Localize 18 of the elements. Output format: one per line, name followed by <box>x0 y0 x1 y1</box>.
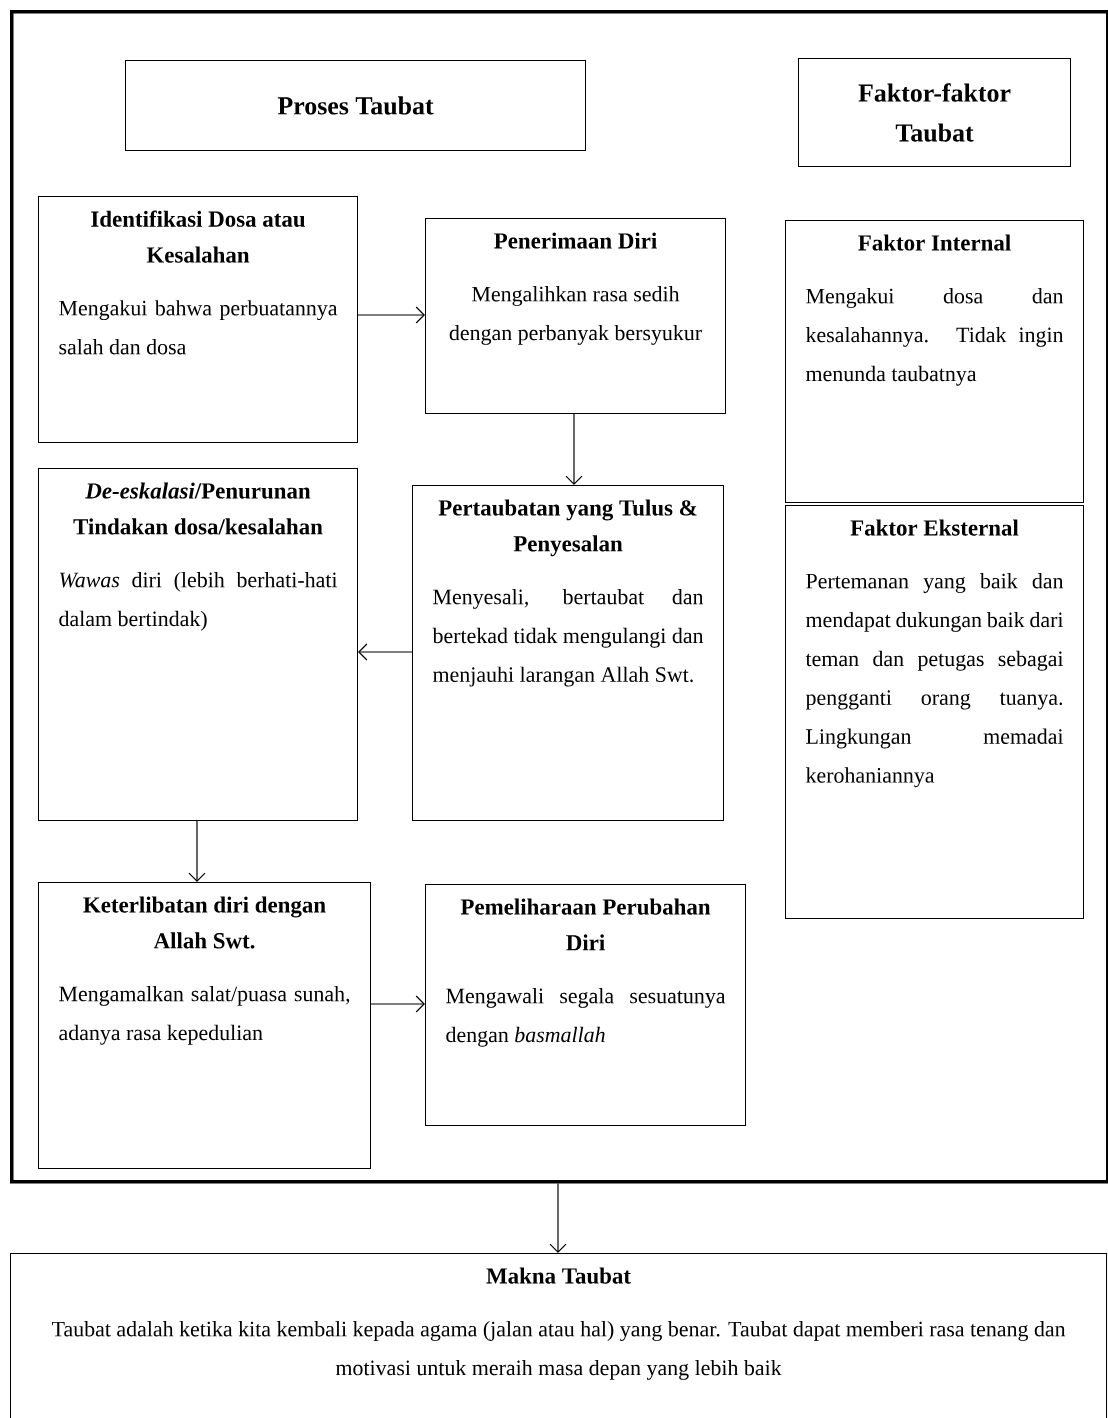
arrow <box>358 643 413 661</box>
text-box: Pemeliharaan Perubahan Diri Mengawali segala sesuatunya dengan basmallah <box>425 884 746 1126</box>
arrow <box>565 413 583 485</box>
title-box: Faktor-faktor Taubat <box>798 58 1071 167</box>
arrow <box>370 995 425 1013</box>
arrow <box>188 820 206 882</box>
text-box: Faktor Internal Mengakui dosa dan kesalahannya. Tidak ingin menunda taubatnya <box>785 220 1084 503</box>
text-box: Faktor Eksternal Pertemanan yang baik dan mendapat dukungan baik dari teman dan petugas sebagai pengganti orang tuanya. Lingkungan memadai kerohaniannya <box>785 505 1084 919</box>
text-box: De-eskalasi/Penurunan Tindakan dosa/kesalahan Wawas diri (lebih berhati-hati dalam bertindak) <box>38 468 358 821</box>
text-box: Penerimaan Diri Mengalihkan rasa sedih dengan perbanyak bersyukur <box>425 218 726 414</box>
text-box: Identifikasi Dosa atau Kesalahan Mengakui bahwa perbuatannya salah dan dosa <box>38 196 358 443</box>
outer-frame <box>10 10 1108 1184</box>
text-box: Keterlibatan diri dengan Allah Swt. Mengamalkan salat/puasa sunah, adanya rasa kepedulian <box>38 882 371 1169</box>
title-box: Proses Taubat <box>125 60 586 151</box>
arrow <box>549 1182 567 1253</box>
text-box: Pertaubatan yang Tulus & Penyesalan Menyesali, bertaubat dan bertekad tidak mengulangi dan menjauhi larangan Allah Swt. <box>412 485 724 821</box>
text-box: Makna Taubat Taubat adalah ketika kita kembali kepada agama (jalan atau hal) yang benar. Taubat dapat memberi rasa tenang dan motivasi untuk meraih masa depan yang lebih baik <box>10 1253 1108 1418</box>
arrow <box>357 306 425 324</box>
